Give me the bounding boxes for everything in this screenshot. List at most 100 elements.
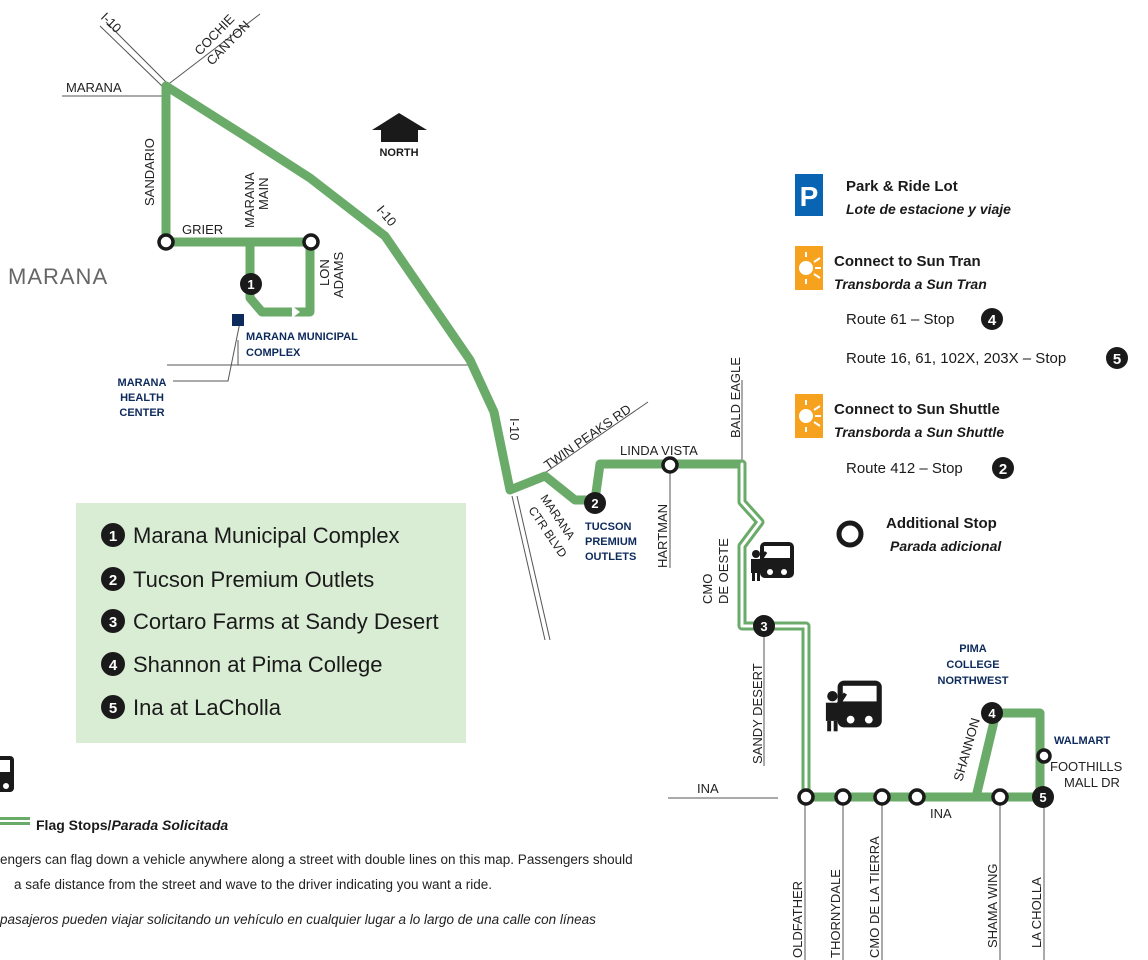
svg-text:4: 4	[988, 312, 997, 329]
timepoint-legend-item: 4 Shannon at Pima College	[101, 652, 383, 677]
svg-text:Ina at LaCholla: Ina at LaCholla	[133, 695, 282, 720]
flag-stop-person-icon	[825, 680, 882, 732]
street-lines	[62, 13, 1045, 960]
svg-text:engers can flag down a vehicle: engers can flag down a vehicle anywhere …	[0, 852, 633, 867]
timepoint-4-marker: 4	[981, 702, 1003, 724]
svg-text:2: 2	[999, 461, 1007, 478]
svg-text:4: 4	[988, 706, 996, 721]
svg-text:a safe distance from the stree: a safe distance from the street and wave…	[14, 877, 492, 892]
stop-circle	[661, 456, 679, 474]
stop-circle	[1036, 748, 1052, 764]
svg-text:CMO: CMO	[700, 574, 715, 604]
svg-text:OUTLETS: OUTLETS	[585, 551, 636, 563]
svg-text:SHAMA WING: SHAMA WING	[985, 863, 1000, 948]
svg-text:Connect to Sun Shuttle: Connect to Sun Shuttle	[834, 401, 1000, 418]
svg-text:LON: LON	[317, 259, 332, 286]
svg-text:LA CHOLLA: LA CHOLLA	[1029, 877, 1044, 948]
svg-text:1: 1	[247, 277, 254, 292]
svg-text:PREMIUM: PREMIUM	[585, 536, 637, 548]
svg-text:MARANA: MARANA	[118, 377, 167, 389]
svg-text:Additional Stop: Additional Stop	[886, 515, 997, 532]
svg-text:Cortaro Farms at Sandy Desert: Cortaro Farms at Sandy Desert	[133, 609, 439, 634]
svg-text:1: 1	[109, 528, 117, 545]
svg-text:Transborda a Sun Tran: Transborda a Sun Tran	[834, 276, 987, 292]
svg-text:5: 5	[109, 700, 117, 717]
direction-arrow	[292, 306, 300, 318]
svg-text:5: 5	[1113, 351, 1121, 368]
svg-text:HARTMAN: HARTMAN	[655, 504, 670, 568]
bus-icon	[0, 756, 14, 792]
svg-text:MARANA MUNICIPAL: MARANA MUNICIPAL	[246, 331, 358, 343]
stop-circle	[873, 788, 891, 806]
svg-text:Transborda a Sun Shuttle: Transborda a Sun Shuttle	[834, 424, 1004, 440]
flag-stops-note: Flag Stops/Parada Solicitada engers can …	[0, 756, 633, 927]
svg-text:BALD EAGLE: BALD EAGLE	[728, 357, 743, 438]
health-center-marker	[232, 314, 244, 326]
svg-text:INA: INA	[930, 806, 952, 821]
svg-text:I-10: I-10	[507, 418, 522, 440]
svg-text:MALL DR: MALL DR	[1064, 775, 1120, 790]
svg-text:Parada adicional: Parada adicional	[890, 538, 1002, 554]
sun-tran-icon	[795, 246, 823, 290]
svg-text:Park & Ride Lot: Park & Ride Lot	[846, 178, 958, 195]
svg-text:Route 61 – Stop: Route 61 – Stop	[846, 311, 954, 328]
timepoint-5-marker: 5	[1032, 786, 1054, 808]
svg-text:THORNYDALE: THORNYDALE	[828, 869, 843, 958]
timepoint-legend-item: 5 Ina at LaCholla	[101, 695, 282, 720]
svg-text:SANDY DESERT: SANDY DESERT	[750, 663, 765, 764]
timepoint-legend: 1 Marana Municipal Complex 2 Tucson Prem…	[76, 503, 466, 743]
park-ride-icon: P	[795, 174, 823, 216]
svg-text:LINDA VISTA: LINDA VISTA	[620, 443, 698, 458]
place-labels: MARANA MARANA MUNICIPAL COMPLEX MARANA H…	[8, 264, 1110, 747]
svg-text:NORTHWEST: NORTHWEST	[938, 675, 1009, 687]
svg-text:SANDARIO: SANDARIO	[142, 138, 157, 206]
sun-shuttle-icon	[795, 394, 823, 438]
additional-stop-icon	[836, 520, 864, 548]
svg-text:MARANA: MARANA	[242, 172, 257, 228]
stop-circle	[797, 788, 815, 806]
additional-stops	[157, 233, 1052, 806]
svg-text:3: 3	[760, 619, 767, 634]
svg-text:Tucson Premium Outlets: Tucson Premium Outlets	[133, 567, 374, 592]
timepoint-legend-item: 1 Marana Municipal Complex	[101, 523, 400, 548]
svg-text:ADAMS: ADAMS	[331, 251, 346, 298]
timepoint-1-marker: 1	[240, 273, 262, 295]
svg-text:TUCSON: TUCSON	[585, 521, 632, 533]
north-arrow: NORTH	[372, 113, 427, 159]
timepoint-3-marker: 3	[753, 615, 775, 637]
svg-text:NORTH: NORTH	[379, 147, 418, 159]
stop-circle	[991, 788, 1009, 806]
stop-circle	[908, 788, 926, 806]
svg-text:INA: INA	[697, 781, 719, 796]
flag-stop-person-icon	[751, 542, 794, 581]
stop-circle	[302, 233, 320, 251]
svg-text:2: 2	[109, 572, 117, 589]
stop-circle	[157, 233, 175, 251]
map-timepoints: 1 2 3 4 5	[240, 273, 1054, 808]
svg-text:Flag Stops/Parada Solicitada: Flag Stops/Parada Solicitada	[36, 817, 228, 833]
svg-text:DE OESTE: DE OESTE	[716, 538, 731, 604]
timepoint-legend-item: 3 Cortaro Farms at Sandy Desert	[101, 609, 439, 634]
svg-text:Route 16, 61, 102X, 203X – Sto: Route 16, 61, 102X, 203X – Stop	[846, 350, 1066, 367]
svg-text:WALMART: WALMART	[1054, 735, 1110, 747]
stop-circle	[834, 788, 852, 806]
svg-text:MAIN: MAIN	[256, 178, 271, 211]
svg-text:Shannon at Pima College: Shannon at Pima College	[133, 652, 383, 677]
svg-text:PIMA: PIMA	[959, 643, 987, 655]
svg-text:OLDFATHER: OLDFATHER	[790, 881, 805, 958]
svg-text:2: 2	[591, 496, 598, 511]
svg-text:COMPLEX: COMPLEX	[246, 347, 301, 359]
svg-text:I-10: I-10	[98, 9, 125, 35]
svg-text:P: P	[800, 181, 819, 212]
svg-text:Route 412 – Stop: Route 412 – Stop	[846, 460, 963, 477]
svg-text:pasajeros pueden viajar solici: pasajeros pueden viajar solicitando un v…	[0, 912, 596, 927]
svg-text:4: 4	[109, 657, 118, 674]
svg-text:HEALTH: HEALTH	[120, 392, 164, 404]
svg-text:MARANA: MARANA	[66, 80, 122, 95]
svg-text:GRIER: GRIER	[182, 222, 223, 237]
timepoint-2-marker: 2	[584, 492, 606, 514]
svg-text:Marana Municipal Complex: Marana Municipal Complex	[133, 523, 400, 548]
svg-text:CENTER: CENTER	[119, 407, 164, 419]
svg-text:Connect to Sun Tran: Connect to Sun Tran	[834, 253, 981, 270]
